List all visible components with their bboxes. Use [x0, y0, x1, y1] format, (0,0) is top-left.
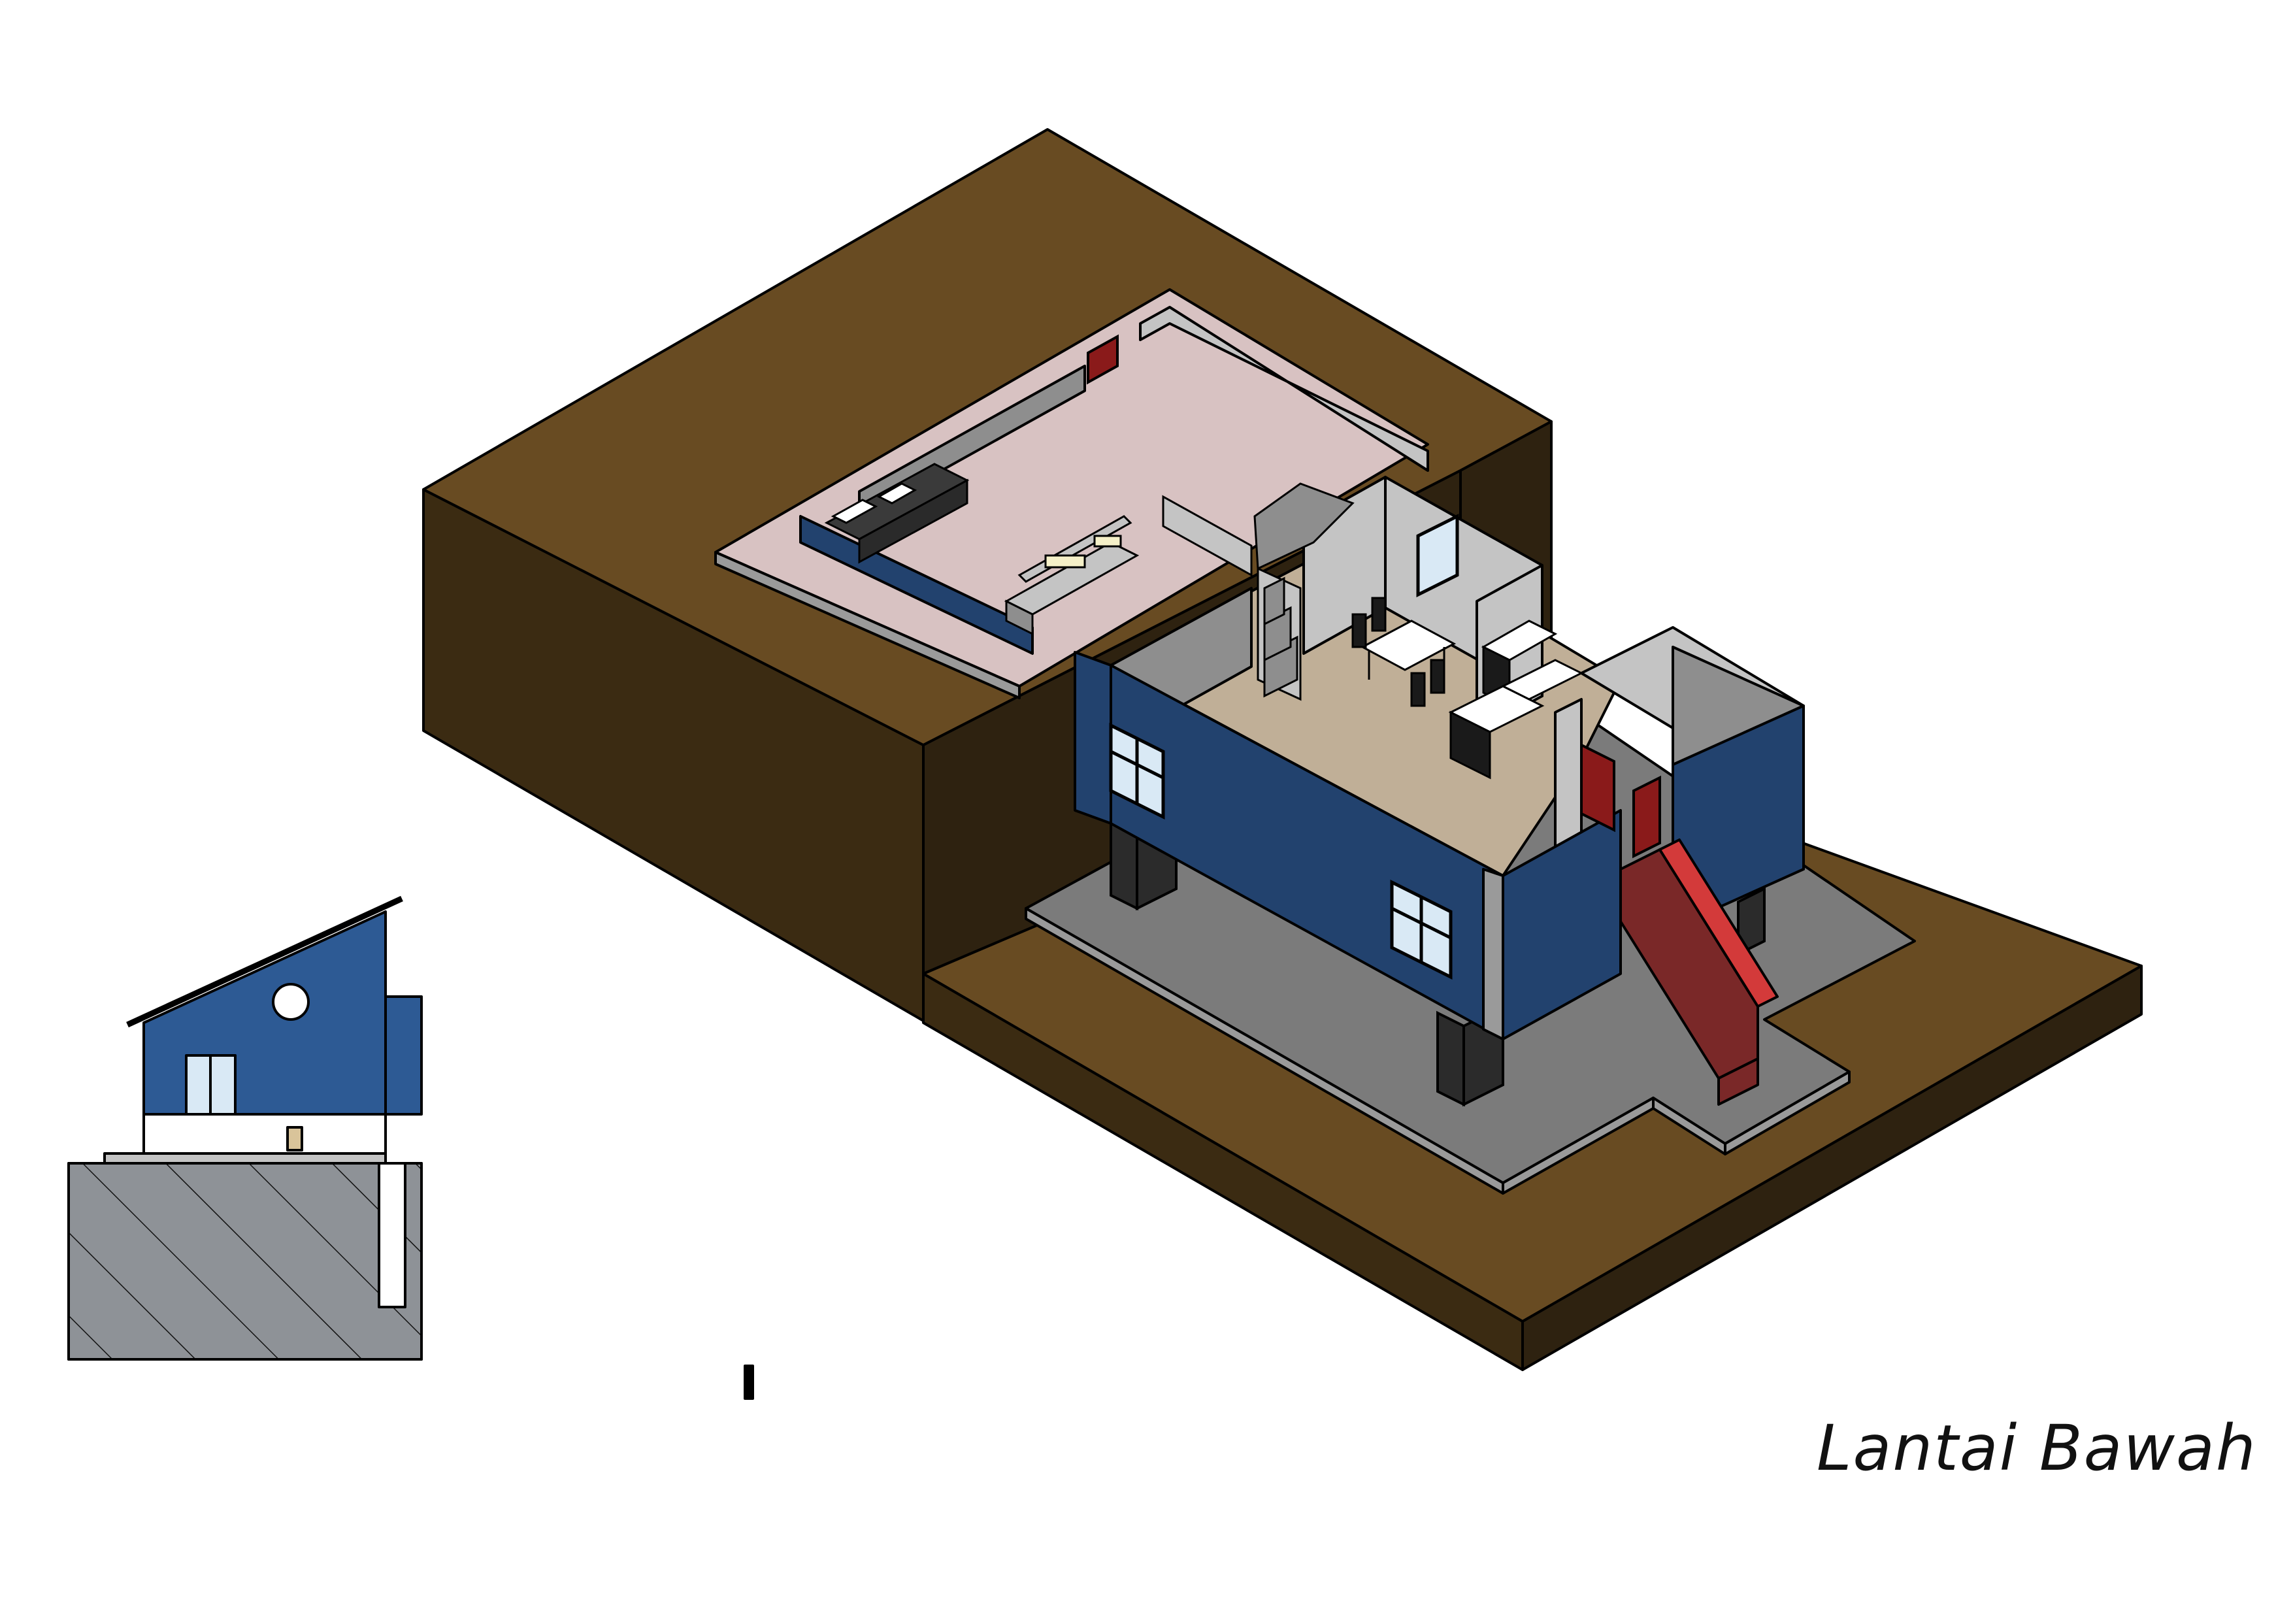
upper-terrace — [714, 288, 1429, 699]
staircase-icon — [1619, 838, 1779, 1106]
drawing-caption: Lantai Bawah — [1817, 1412, 2257, 1485]
dining-table-icon — [1351, 597, 1457, 707]
kitchen-counter-icon — [1004, 495, 1253, 636]
kitchen-cabinet-icon — [1448, 620, 1584, 780]
section-elevation — [67, 895, 754, 1400]
window-icon — [1109, 513, 1459, 980]
internal-staircase — [1253, 482, 1355, 701]
sofa-icon — [824, 463, 970, 564]
door-icon — [1087, 334, 1661, 859]
